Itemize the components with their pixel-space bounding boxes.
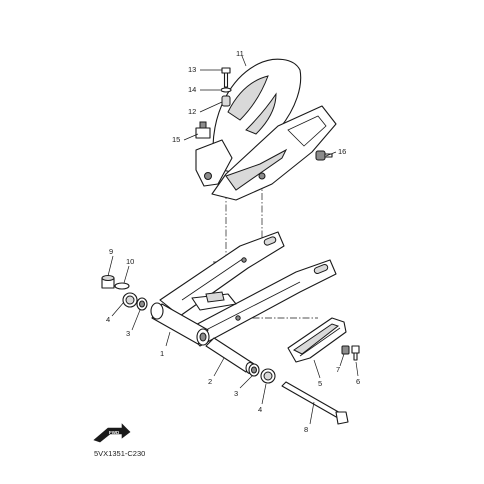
pivot-bolt <box>281 381 349 425</box>
callout-15: 15 <box>172 135 180 144</box>
front-arrow: FWD <box>93 423 131 443</box>
rear-fender <box>195 58 337 201</box>
diagram-code: 5VX1351-C230 <box>94 449 145 458</box>
front-arrow-icon <box>93 423 131 443</box>
callout-3-right: 3 <box>234 389 238 398</box>
callout-11: 11 <box>236 49 244 58</box>
callout-14: 14 <box>188 85 196 94</box>
swingarm <box>150 231 337 347</box>
callout-1: 1 <box>160 349 164 358</box>
callout-2: 2 <box>208 377 212 386</box>
pivot-shaft <box>205 337 255 375</box>
callout-8: 8 <box>304 425 308 434</box>
callout-5: 5 <box>318 379 322 388</box>
left-pivot-parts <box>101 275 148 311</box>
leader-lines <box>107 55 359 425</box>
callout-12: 12 <box>188 107 196 116</box>
callout-7: 7 <box>336 365 340 374</box>
callout-9: 9 <box>109 247 113 256</box>
callout-6: 6 <box>356 377 360 386</box>
callout-4-left: 4 <box>106 315 110 324</box>
fender-hardware <box>195 67 333 161</box>
callout-4-right: 4 <box>258 405 262 414</box>
callout-labels: 11 13 14 12 15 16 9 10 4 3 1 2 3 4 5 7 6… <box>106 49 360 434</box>
callout-16: 16 <box>338 147 346 156</box>
chain-guide <box>287 317 360 363</box>
right-pivot-parts <box>248 363 276 384</box>
callout-3-left: 3 <box>126 329 130 338</box>
callout-10: 10 <box>126 257 134 266</box>
front-arrow-label: FWD <box>109 430 120 435</box>
callout-13: 13 <box>188 65 196 74</box>
